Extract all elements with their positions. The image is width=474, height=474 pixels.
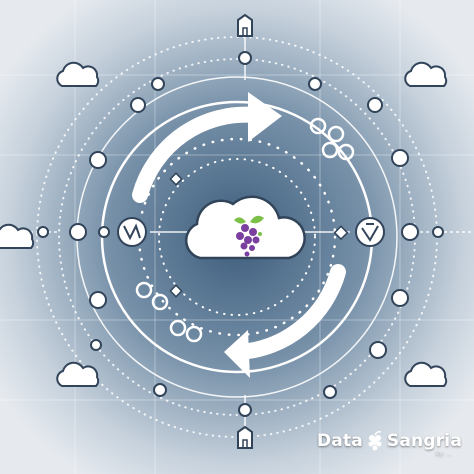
house-node-icon <box>237 14 253 37</box>
house-node-icon <box>237 426 253 449</box>
side-node-left <box>117 217 147 247</box>
cloud-grape-icon <box>184 195 306 260</box>
grape-icon <box>368 431 382 451</box>
ring-dots <box>37 51 444 417</box>
brand-tagline: by ... <box>435 450 452 457</box>
side-node-right <box>355 217 385 247</box>
brand-name-right: Sangria <box>386 431 462 451</box>
link-circles <box>135 117 355 343</box>
cycle-arrow-icon <box>132 92 346 378</box>
brand-logo: Data Sangria by ... <box>316 430 462 457</box>
brand-name-left: Data <box>316 431 363 451</box>
